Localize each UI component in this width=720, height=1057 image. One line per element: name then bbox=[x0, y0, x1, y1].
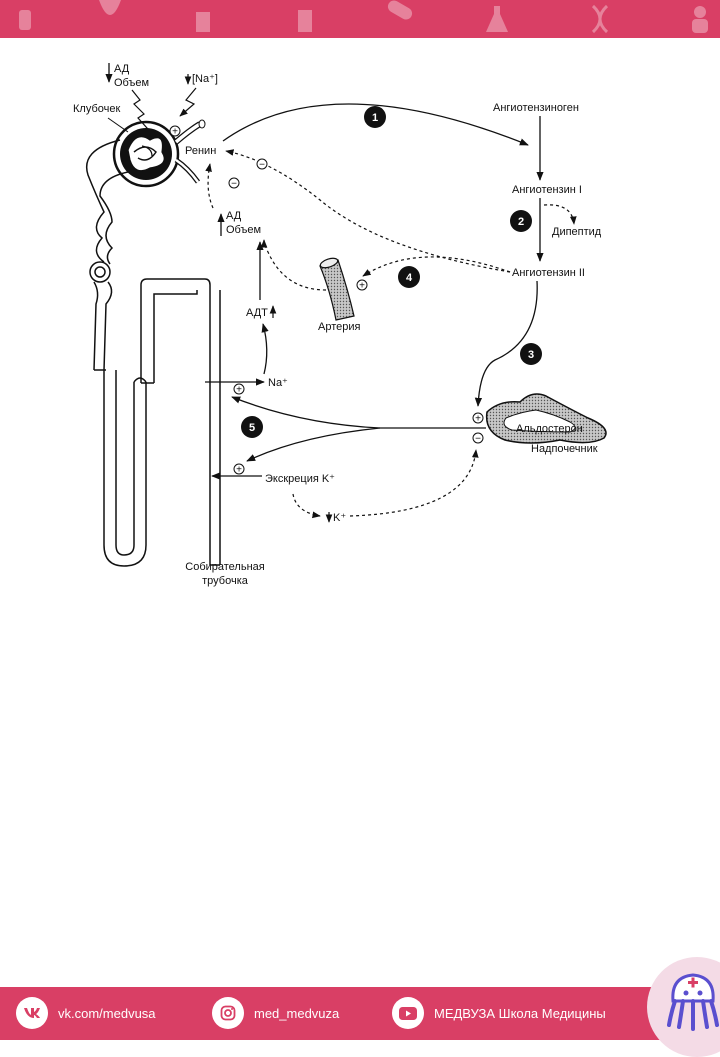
k-to-adrenal-arrow bbox=[349, 449, 479, 517]
instagram-link[interactable]: med_medvuza bbox=[212, 997, 339, 1029]
pressure-up-label: АД bbox=[226, 210, 242, 222]
youtube-text: МЕДВУЗА Школа Медицины bbox=[434, 1005, 606, 1021]
step-5-number: 5 bbox=[249, 422, 255, 434]
angiotensinogen-label: Ангиотензиноген bbox=[493, 102, 579, 114]
bottle-icon bbox=[19, 10, 31, 30]
sodium-to-adh-arrow bbox=[261, 323, 269, 375]
step-3-badge bbox=[520, 343, 542, 365]
octopus-doctor-icon bbox=[667, 973, 719, 1031]
angiotensin2-label: Ангиотензин II bbox=[512, 267, 585, 279]
volume-up-label: Объем bbox=[226, 224, 261, 236]
renin-minus-sign-2: − bbox=[231, 179, 237, 190]
volume-inhibits-renin-arrow bbox=[205, 163, 214, 209]
ang2-inhibits-renin-arrow bbox=[225, 149, 511, 273]
pressure-label: АД bbox=[114, 63, 130, 75]
aldosterone-to-potassium-arrow bbox=[246, 427, 381, 462]
sodium-lightning-arrow bbox=[179, 87, 197, 117]
youtube-link[interactable]: МЕДВУЗА Школа Медицины bbox=[392, 997, 606, 1029]
glomerulus bbox=[112, 119, 206, 188]
step-4-number: 4 bbox=[406, 272, 413, 284]
glomerulus-plus-sign: + bbox=[172, 127, 178, 138]
dna-icon bbox=[591, 4, 609, 34]
vk-icon bbox=[16, 997, 48, 1029]
collecting-duct-label-2: трубочка bbox=[202, 575, 249, 587]
vk-text: vk.com/medvusa bbox=[58, 1005, 156, 1021]
tooth-icon bbox=[99, 0, 121, 15]
collecting-duct-label-1: Собирательная bbox=[185, 561, 265, 573]
medvuza-logo bbox=[647, 957, 720, 1057]
instagram-icon bbox=[212, 997, 244, 1029]
dipeptide-label: Дипептид bbox=[552, 226, 602, 238]
header-bar bbox=[0, 0, 720, 38]
adrenal-minus-sign: − bbox=[475, 434, 481, 445]
adrenal-label: Надпочечник bbox=[531, 443, 598, 455]
youtube-icon bbox=[392, 997, 424, 1029]
renin-label: Ренин bbox=[185, 145, 216, 157]
pill-icon bbox=[387, 0, 413, 20]
person-icon bbox=[692, 6, 708, 33]
artery-plus-sign: + bbox=[359, 281, 365, 292]
step-2-number: 2 bbox=[518, 216, 524, 228]
step-2-badge bbox=[510, 210, 532, 232]
step-3-number: 3 bbox=[528, 349, 534, 361]
renin-to-angiotensinogen-arrow bbox=[222, 103, 529, 146]
step-5-badge bbox=[241, 416, 263, 438]
adrenal-gland bbox=[485, 393, 607, 444]
ang2-to-adrenal-arrow bbox=[474, 280, 538, 407]
artery-label: Артерия bbox=[318, 321, 361, 333]
step-1-badge bbox=[364, 106, 386, 128]
jar-icon bbox=[298, 10, 312, 32]
artery-to-volume-arrow bbox=[260, 239, 327, 291]
k-excretion-label: Экскреция K⁺ bbox=[265, 473, 335, 485]
raas-diagram: АД Объем [Na⁺] + Клубочек Ренин 1 Ангиот… bbox=[0, 38, 720, 608]
glomerulus-label: Клубочек bbox=[73, 103, 120, 115]
adh-label: АДТ bbox=[246, 307, 268, 319]
ang2-to-artery-arrow bbox=[362, 256, 511, 277]
excretion-to-k-arrow bbox=[292, 493, 321, 519]
dipeptide-arrow bbox=[543, 204, 577, 225]
sodium-label: [Na⁺] bbox=[192, 73, 218, 85]
flask-icon bbox=[486, 6, 508, 32]
volume-label: Объем bbox=[114, 77, 149, 89]
adrenal-plus-sign: + bbox=[475, 414, 481, 425]
step-1-number: 1 bbox=[372, 112, 378, 124]
instagram-text: med_medvuza bbox=[254, 1005, 340, 1021]
pill-bottle-icon bbox=[196, 12, 210, 32]
sodium-plus-sign: + bbox=[236, 385, 242, 396]
footer-bar: vk.com/medvusa med_medvuza МЕДВУЗА Школа… bbox=[0, 987, 720, 1040]
step-4-badge bbox=[398, 266, 420, 288]
k-label: K⁺ bbox=[333, 512, 346, 524]
potassium-plus-sign: + bbox=[236, 465, 242, 476]
nephron-tubule bbox=[86, 139, 221, 567]
na-label: Na⁺ bbox=[268, 377, 288, 389]
vk-link[interactable]: vk.com/medvusa bbox=[16, 997, 156, 1029]
artery bbox=[319, 257, 355, 321]
aldosterone-label: Альдостерон bbox=[516, 423, 583, 435]
renin-minus-sign-1: − bbox=[259, 160, 265, 171]
angiotensin1-label: Ангиотензин I bbox=[512, 184, 582, 196]
aldosterone-to-sodium-arrow bbox=[231, 396, 381, 429]
stimulus-lightning-arrow bbox=[131, 89, 157, 139]
